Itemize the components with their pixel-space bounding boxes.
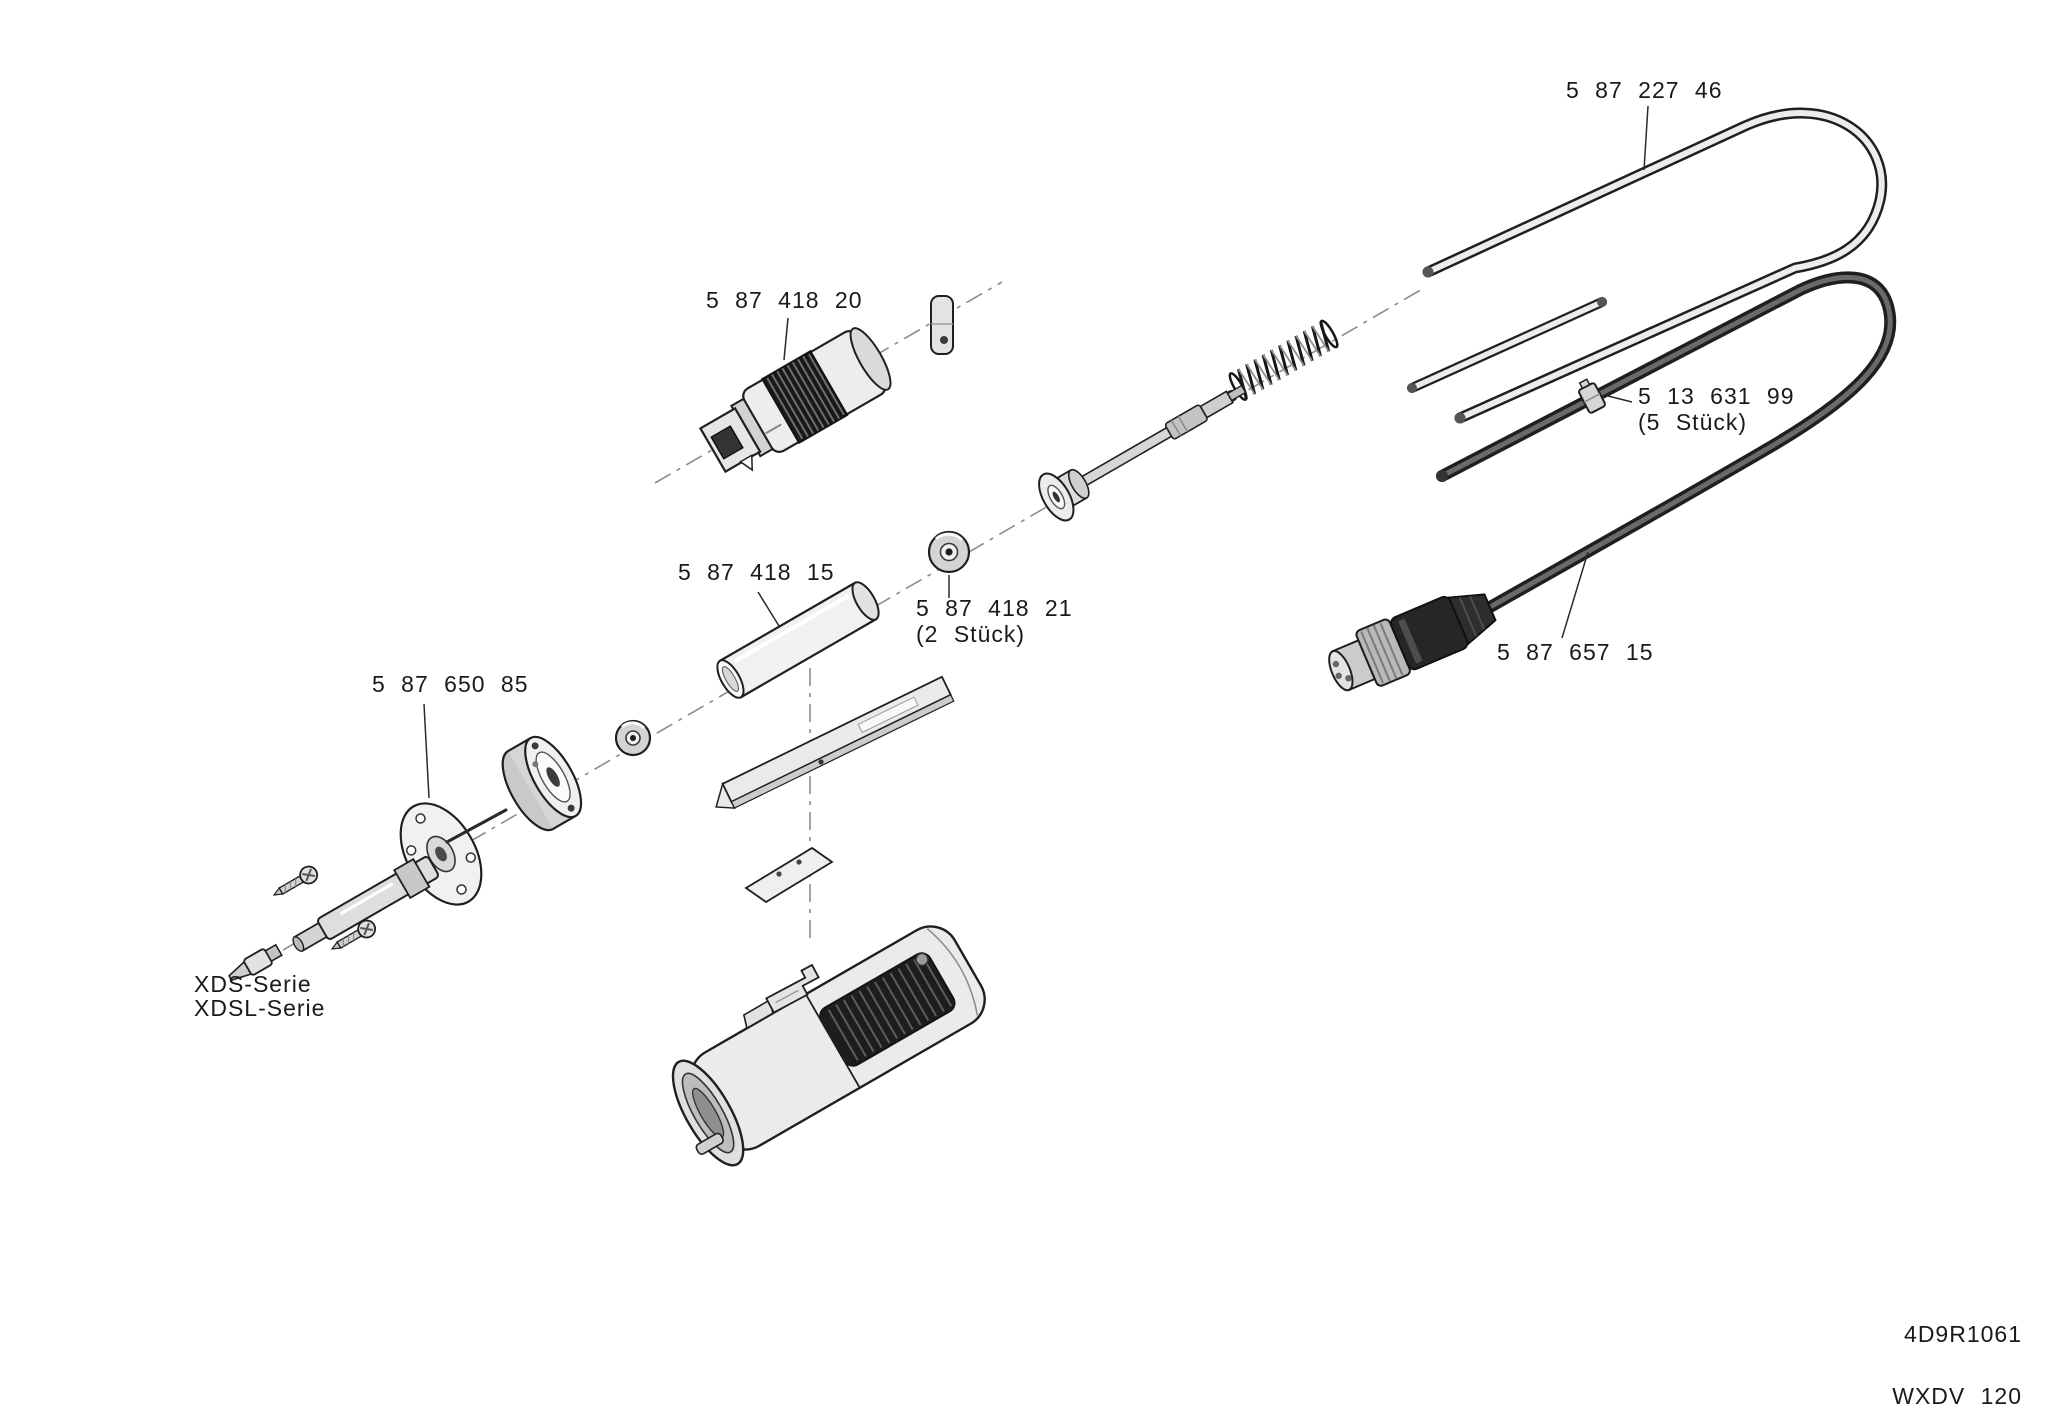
leader-tube — [757, 591, 780, 627]
barrel-shaft — [292, 856, 439, 953]
retaining-clip — [765, 963, 820, 1014]
callout-heater-part: 5 87 418 20 — [706, 287, 863, 313]
front-grommet — [614, 719, 652, 757]
plunger-shaft — [1062, 384, 1247, 497]
doc-code: 4D9R1061 — [1904, 1321, 2022, 1347]
leader-clip — [1607, 395, 1633, 403]
connector-plug — [1328, 593, 1497, 692]
callout-hose-part: 5 87 227 46 — [1566, 77, 1723, 103]
callout-cord-part: 5 87 657 15 — [1497, 639, 1654, 665]
screw-2 — [330, 919, 377, 950]
sensor-pin — [445, 808, 508, 844]
bayonet-cap — [501, 735, 583, 832]
screw-1 — [272, 865, 319, 896]
callout-clip-qty: (5 Stück) — [1638, 409, 1747, 435]
callout-flange-part: 5 87 650 85 — [372, 671, 529, 697]
filter-pin — [930, 295, 954, 355]
seal-bushing — [1038, 468, 1090, 522]
glass-tube — [716, 581, 880, 699]
callout-seal-qty: (2 Stück) — [916, 621, 1025, 647]
sealing-grommet — [927, 530, 971, 574]
model-number: WXDV 120 — [1892, 1383, 2022, 1409]
power-cord — [1436, 271, 1897, 612]
callout-tube-part: 5 87 418 15 — [678, 559, 835, 585]
series-label-1: XDS-Serie — [194, 971, 312, 997]
leader-hose — [1643, 105, 1649, 171]
spare-suction-tube — [1407, 297, 1607, 393]
leader-heater — [783, 317, 789, 361]
filter-plate — [744, 846, 834, 904]
vacuum-hose-tube — [1422, 107, 1888, 424]
solder-tip-nozzle — [228, 943, 283, 982]
leader-flange — [423, 703, 430, 799]
blade-strip — [715, 675, 955, 809]
leader-cord — [1561, 551, 1589, 639]
leader-lines — [423, 105, 1649, 799]
hose-clip — [1578, 378, 1606, 414]
callout-seal-part: 5 87 418 21 — [916, 595, 1073, 621]
series-label-2: XDSL-Serie — [194, 995, 325, 1021]
spring — [1228, 319, 1339, 401]
callout-clip-part: 5 13 631 99 — [1638, 383, 1795, 409]
heating-element — [698, 327, 892, 474]
handle-housing — [671, 925, 986, 1167]
